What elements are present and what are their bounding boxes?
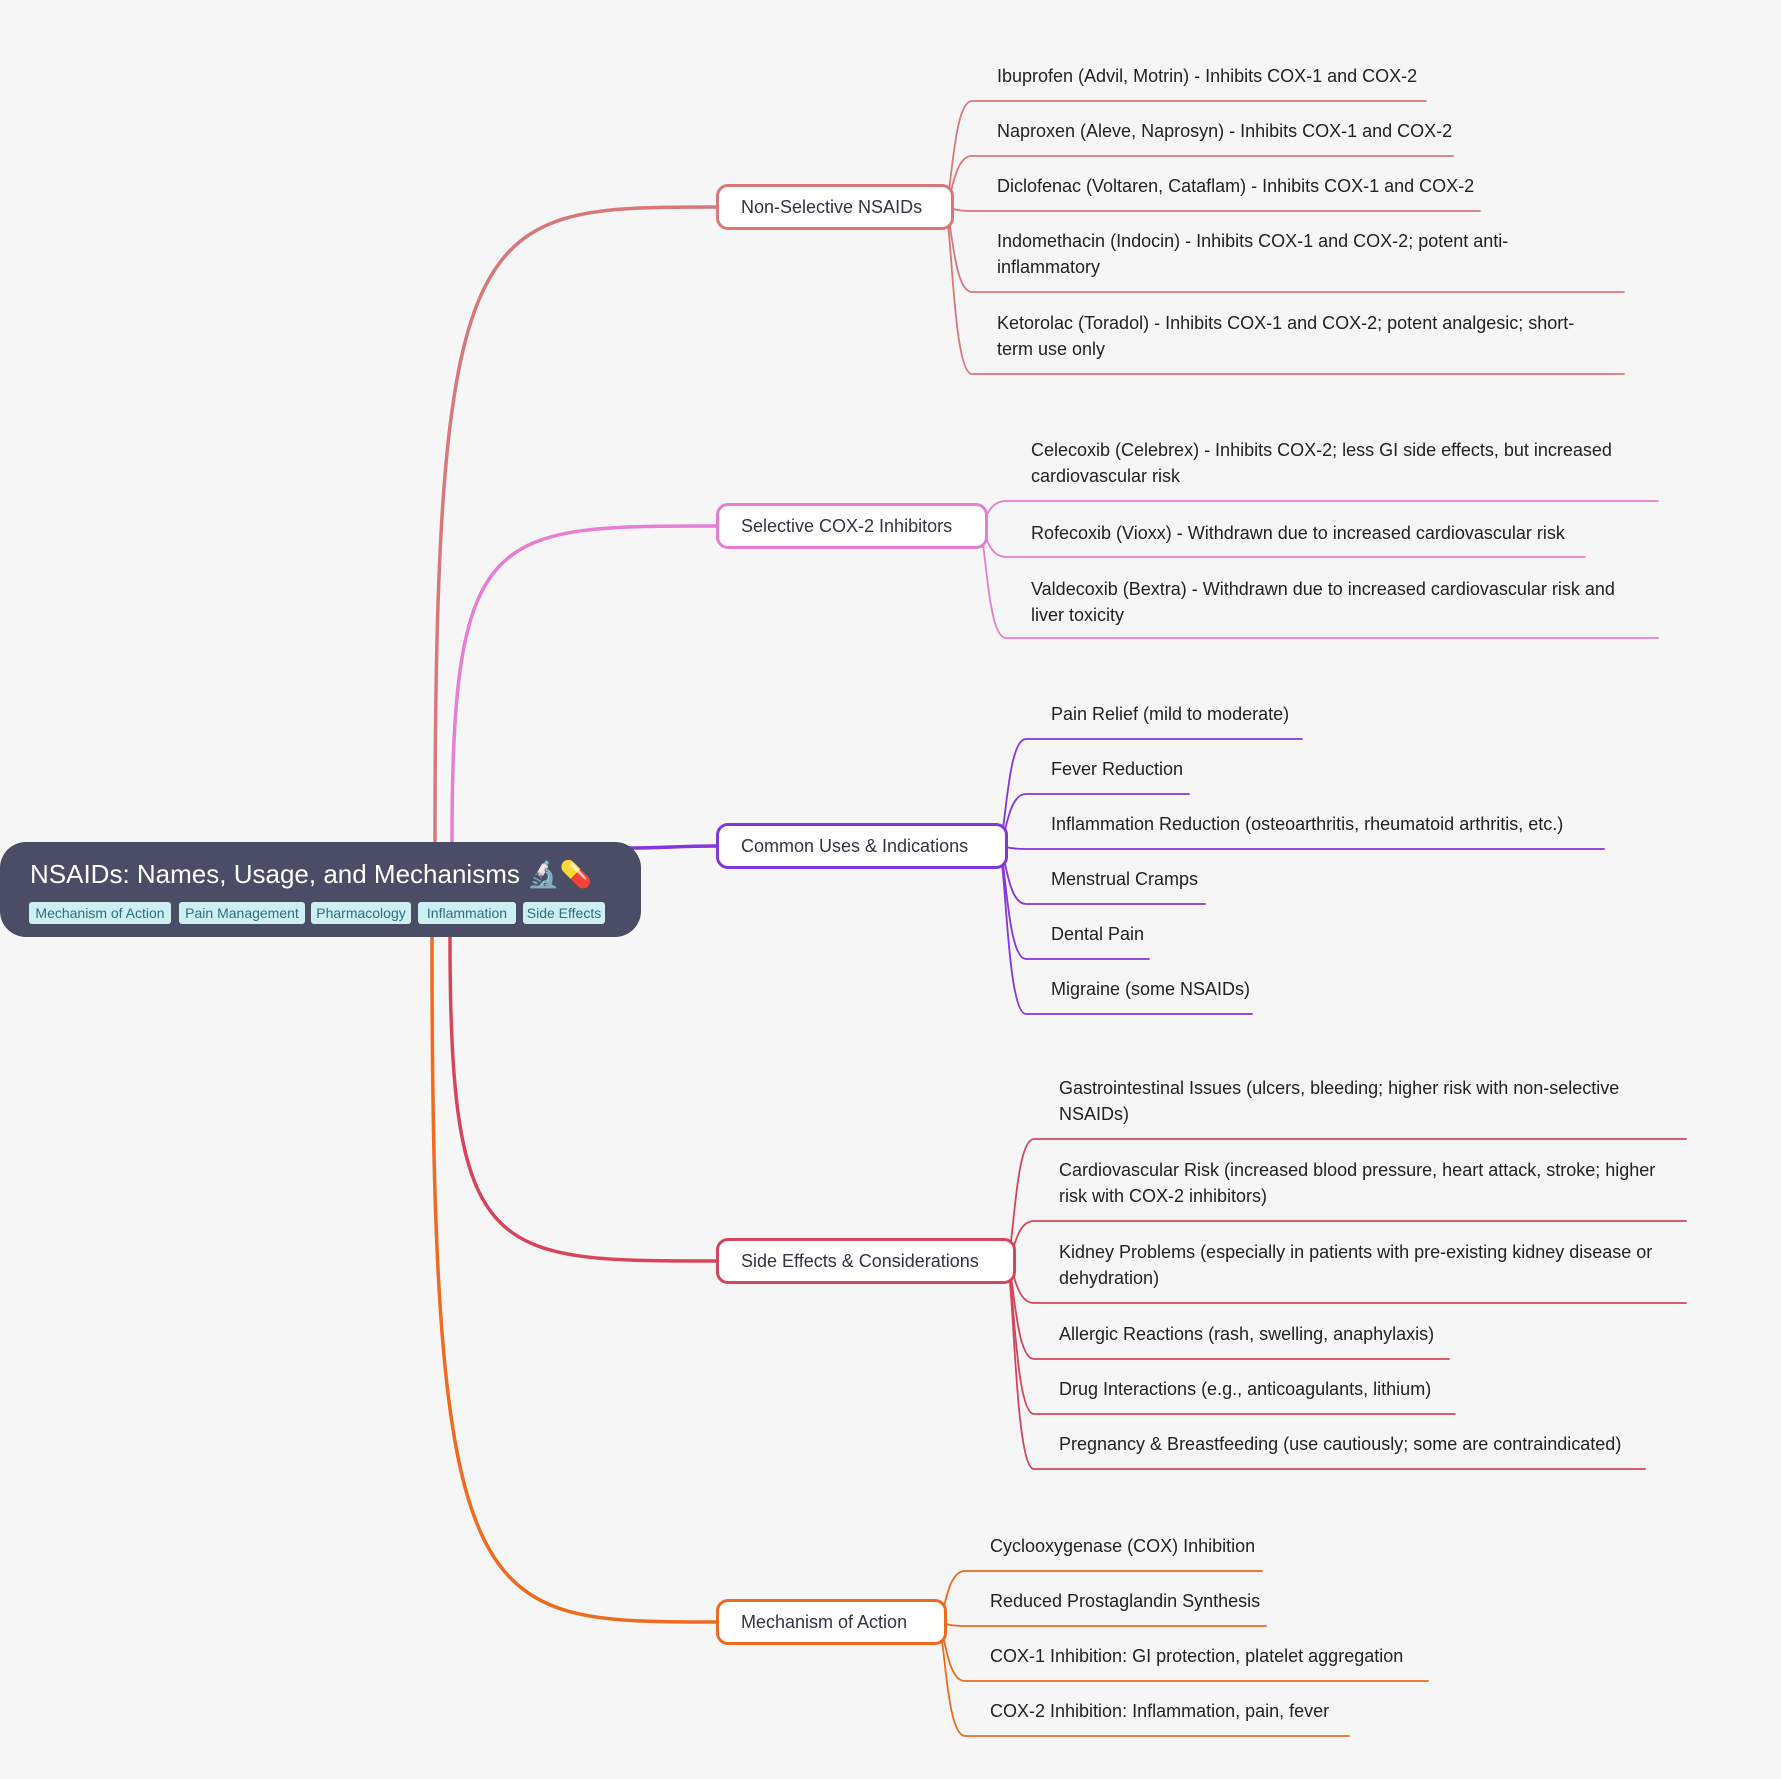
tag-side-effects[interactable]: Side Effects	[523, 902, 605, 924]
leaf-indomethacin[interactable]: Indomethacin (Indocin) - Inhibits COX-1 …	[997, 231, 1509, 277]
leaf-gastrointestinal[interactable]: Gastrointestinal Issues (ulcers, bleedin…	[1059, 1078, 1620, 1124]
leaf-inflammation-reduction[interactable]: Inflammation Reduction (osteoarthritis, …	[1051, 814, 1564, 834]
root-title: NSAIDs: Names, Usage, and Mechanisms 🔬💊	[30, 859, 592, 889]
leaf-prostaglandin[interactable]: Reduced Prostaglandin Synthesis	[990, 1591, 1261, 1611]
leaf-ketorolac[interactable]: Ketorolac (Toradol) - Inhibits COX-1 and…	[997, 313, 1575, 359]
leaf-cox1-inhibition[interactable]: COX-1 Inhibition: GI protection, platele…	[990, 1646, 1404, 1666]
branch-selective-cox2-inhibitors[interactable]: Selective COX-2 Inhibitors	[716, 503, 988, 549]
tag-pain-management[interactable]: Pain Management	[179, 902, 305, 924]
leaf-connector	[997, 845, 1605, 850]
leaf-celecoxib[interactable]: Celecoxib (Celebrex) - Inhibits COX-2; l…	[1031, 440, 1612, 486]
leaf-fever-reduction[interactable]: Fever Reduction	[1051, 759, 1184, 779]
root-node[interactable]: NSAIDs: Names, Usage, and Mechanisms 🔬💊 …	[0, 842, 641, 937]
leaf-pain-relief[interactable]: Pain Relief (mild to moderate)	[1051, 704, 1290, 724]
leaf-rofecoxib[interactable]: Rofecoxib (Vioxx) - Withdrawn due to inc…	[1031, 523, 1565, 543]
branch-common-uses[interactable]: Common Uses & Indications	[716, 823, 1008, 869]
branch-side-effects[interactable]: Side Effects & Considerations	[716, 1238, 1016, 1284]
leaf-migraine[interactable]: Migraine (some NSAIDs)	[1051, 979, 1251, 999]
tag-mechanism-of-action[interactable]: Mechanism of Action	[29, 902, 171, 924]
leaf-diclofenac[interactable]: Diclofenac (Voltaren, Cataflam) - Inhibi…	[997, 176, 1475, 196]
leaf-dental-pain[interactable]: Dental Pain	[1051, 924, 1145, 944]
tag-inflammation[interactable]: Inflammation	[418, 902, 516, 924]
branch-connector	[433, 205, 718, 844]
leaf-drug-interactions[interactable]: Drug Interactions (e.g., anticoagulants,…	[1059, 1379, 1432, 1399]
leaf-cox2-inhibition[interactable]: COX-2 Inhibition: Inflammation, pain, fe…	[990, 1701, 1330, 1721]
branch-connector	[448, 935, 718, 1263]
branch-non-selective-nsaids[interactable]: Non-Selective NSAIDs	[716, 184, 954, 230]
leaf-cardiovascular-risk[interactable]: Cardiovascular Risk (increased blood pre…	[1059, 1160, 1656, 1206]
leaf-cox-inhibition[interactable]: Cyclooxygenase (COX) Inhibition	[990, 1536, 1256, 1556]
branch-connector	[450, 524, 718, 844]
leaf-pregnancy[interactable]: Pregnancy & Breastfeeding (use cautiousl…	[1059, 1434, 1622, 1454]
leaf-kidney-problems[interactable]: Kidney Problems (especially in patients …	[1059, 1242, 1653, 1288]
tag-pharmacology[interactable]: Pharmacology	[311, 902, 411, 924]
leaf-ibuprofen[interactable]: Ibuprofen (Advil, Motrin) - Inhibits COX…	[997, 66, 1418, 86]
branch-connector	[626, 844, 718, 850]
leaf-allergic-reactions[interactable]: Allergic Reactions (rash, swelling, anap…	[1059, 1324, 1435, 1344]
leaf-connector	[943, 206, 1481, 212]
leaf-connector	[936, 1621, 1267, 1627]
leaf-menstrual-cramps[interactable]: Menstrual Cramps	[1051, 869, 1199, 889]
leaf-naproxen[interactable]: Naproxen (Aleve, Naprosyn) - Inhibits CO…	[997, 121, 1453, 141]
leaf-valdecoxib[interactable]: Valdecoxib (Bextra) - Withdrawn due to i…	[1031, 579, 1615, 625]
branch-mechanism-of-action[interactable]: Mechanism of Action	[716, 1599, 947, 1645]
branch-connector	[430, 935, 718, 1624]
